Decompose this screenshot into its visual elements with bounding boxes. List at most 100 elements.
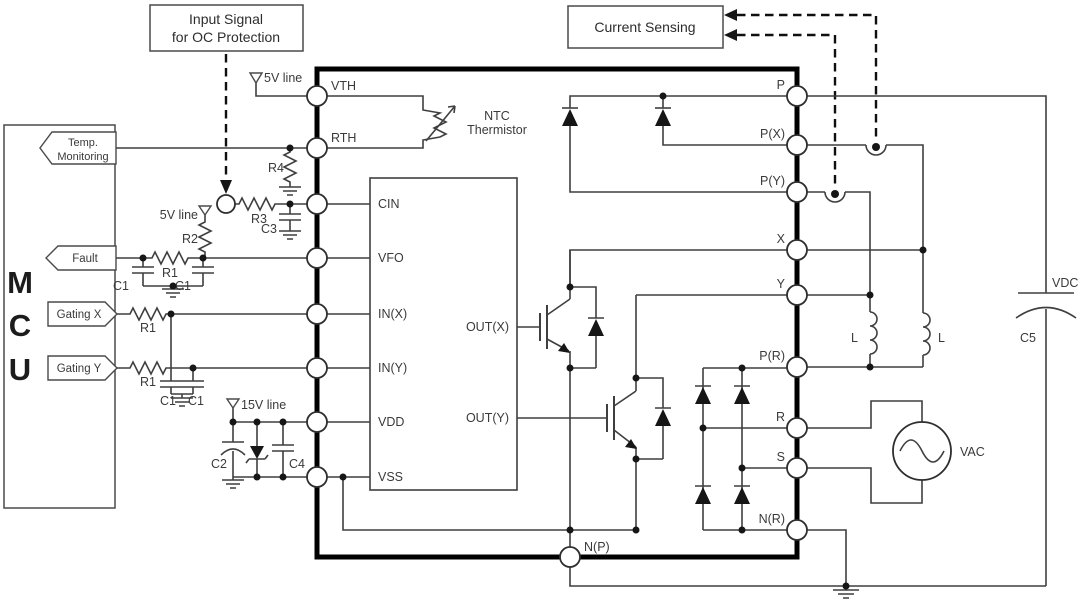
pin-nr <box>786 519 808 541</box>
gating-y-tag <box>47 355 118 381</box>
supply-flag-5v-icon <box>197 205 213 217</box>
zener-bar-icon <box>245 454 269 464</box>
rth-label: RTH <box>331 131 356 145</box>
px-label: P(X) <box>760 127 785 141</box>
c1-label: C1 <box>188 394 204 408</box>
gating-x-tag <box>47 301 118 327</box>
pin-s <box>786 457 808 479</box>
ntc-thermistor: NTC Thermistor <box>327 95 527 149</box>
r1-label: R1 <box>162 266 178 280</box>
ntc-label-1: NTC <box>484 109 510 123</box>
diode-icon <box>655 409 671 426</box>
temp-monitoring-label-2: Monitoring <box>57 151 108 163</box>
inductor-l-label: L <box>851 331 858 345</box>
pin-rth <box>306 137 328 159</box>
c1-label: C1 <box>175 279 191 293</box>
cin-label: CIN <box>378 197 400 211</box>
pin-p <box>786 85 808 107</box>
vth-network: 5V line <box>248 71 307 97</box>
emitter-arrow-icon <box>625 439 637 449</box>
junction-dots <box>139 92 927 590</box>
pin-labels: VTH RTH CIN VFO IN(X) IN(Y) VDD VSS OUT(… <box>331 78 786 554</box>
inductor-icon <box>922 312 931 356</box>
pin-pr <box>786 356 808 378</box>
phase-y-external: L <box>807 191 878 367</box>
supply-5v-label: 5V line <box>160 208 198 222</box>
cin-network: R3 C3 <box>216 194 307 240</box>
module-pins <box>306 85 808 568</box>
outx-label: OUT(X) <box>466 320 509 334</box>
c1-label: C1 <box>113 279 129 293</box>
vac-label: VAC <box>960 445 985 459</box>
inductor-l-label: L <box>938 331 945 345</box>
p-label: P <box>777 78 785 92</box>
c3-label: C3 <box>261 222 277 236</box>
pin-x <box>786 239 808 261</box>
arrow-left-icon <box>724 9 737 21</box>
rectifier-bridge <box>695 367 787 531</box>
inductor-icon <box>869 311 878 355</box>
switch-node-wires <box>569 249 787 296</box>
nr-label: N(R) <box>759 512 785 526</box>
pin-px <box>786 134 808 156</box>
diode-icon <box>734 387 750 404</box>
s-label: S <box>777 450 785 464</box>
current-sensor-icon <box>865 144 887 156</box>
controller-pin-wires <box>327 203 636 547</box>
vss-label: VSS <box>378 470 403 484</box>
pin-y <box>786 284 808 306</box>
vdd-vss-network: 15V line C2 C4 <box>211 398 307 489</box>
sense-dashed-2 <box>737 33 837 186</box>
mcu-letter-c: C <box>9 308 31 343</box>
inx-label: IN(X) <box>378 307 407 321</box>
vth-label: VTH <box>331 79 356 93</box>
iny-network: R1 C1 C1 <box>117 314 307 408</box>
oc-input-node <box>216 194 236 214</box>
input-signal-callout: Input Signal for OC Protection <box>149 4 304 194</box>
pin-inx <box>306 303 328 325</box>
gating-y-label: Gating Y <box>57 363 102 375</box>
boost-diodes <box>562 95 787 193</box>
r2-label: R2 <box>182 232 198 246</box>
py-label: P(Y) <box>760 174 785 188</box>
pr-label: P(R) <box>759 349 785 363</box>
ground-icon <box>171 394 193 407</box>
temp-monitoring-tag <box>39 131 117 165</box>
c4-label: C4 <box>289 457 305 471</box>
current-sensing-callout: Current Sensing <box>567 5 878 186</box>
pin-vth <box>306 85 328 107</box>
ground-icon <box>222 477 244 489</box>
pin-py <box>786 181 808 203</box>
supply-15v-label: 15V line <box>241 398 286 412</box>
vdc-label: VDC <box>1052 276 1078 290</box>
pin-iny <box>306 357 328 379</box>
vfo-network: R1 C1 C1 5V line R2 <box>113 205 307 298</box>
x-label: X <box>777 232 786 246</box>
vfo-label: VFO <box>378 251 404 265</box>
sine-wave-icon <box>899 439 945 463</box>
pin-vdd <box>306 411 328 433</box>
pin-r <box>786 417 808 439</box>
iny-label: IN(Y) <box>378 361 407 375</box>
outy-label: OUT(Y) <box>466 411 509 425</box>
np-label: N(P) <box>584 540 610 554</box>
c1-label: C1 <box>160 394 176 408</box>
r1-label: R1 <box>140 321 156 335</box>
arrow-down-icon <box>220 180 232 194</box>
supply-flag-5v-icon <box>248 72 264 85</box>
current-sensing-label: Current Sensing <box>594 19 695 35</box>
ground-icon <box>279 184 301 196</box>
fault-label: Fault <box>72 253 98 265</box>
ac-source: VAC <box>807 400 985 504</box>
temp-monitoring-label-1: Temp. <box>68 137 98 149</box>
pin-cin <box>306 193 328 215</box>
diode-icon <box>695 487 711 504</box>
ntc-arrow-icon <box>425 105 456 142</box>
sense-dashed-1 <box>737 13 878 140</box>
ground-return <box>569 529 1046 599</box>
emitter-arrow-icon <box>558 343 570 353</box>
r-label: R <box>776 410 785 424</box>
diode-icon <box>655 109 671 126</box>
pin-vfo <box>306 247 328 269</box>
rth-network: R4 <box>116 147 307 196</box>
